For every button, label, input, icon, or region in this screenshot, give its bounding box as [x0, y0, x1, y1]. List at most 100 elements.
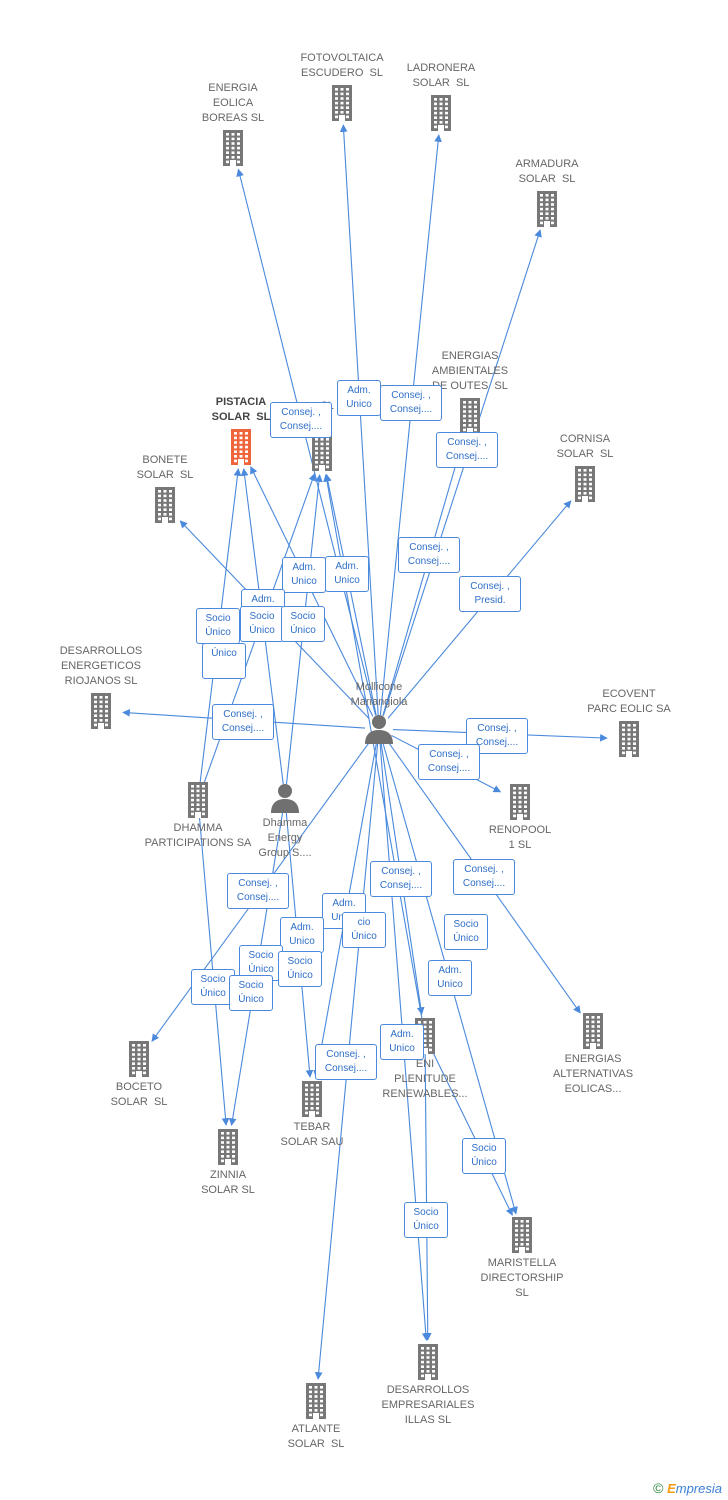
person-icon — [270, 783, 300, 818]
edge-label-l22[interactable]: Adm. Unico — [280, 917, 324, 953]
edge-label-l16[interactable]: Consej. , Consej.... — [418, 744, 480, 780]
node-atlante[interactable]: ATLANTE SOLAR SL — [288, 1383, 344, 1450]
node-label: ENI PLENITUDE RENEWABLES... — [382, 1058, 468, 1100]
node-label: ECOVENT PARC EOLIC SA — [587, 688, 671, 715]
node-fotovoltaica[interactable]: FOTOVOLTAICA ESCUDERO SL — [300, 52, 384, 121]
node-mollicone[interactable]: Mollicone Mariangiola — [351, 681, 407, 744]
edge-label-l4[interactable]: Consej. , Consej.... — [436, 432, 498, 468]
node-label: ARMADURA SOLAR SL — [515, 158, 579, 185]
edge-mollicone-fotovoltaica — [339, 124, 379, 716]
building-icon — [415, 1344, 441, 1385]
node-label: ATLANTE SOLAR SL — [287, 1423, 345, 1450]
building-icon — [303, 1383, 329, 1424]
edge-mollicone-energias_amb — [382, 436, 466, 716]
edge-label-l30[interactable]: Adm. Unico — [380, 1024, 424, 1060]
node-ecovent[interactable]: ECOVENT PARC EOLIC SA — [587, 688, 671, 757]
edge-mollicone-ladronera — [379, 134, 442, 716]
building-icon — [428, 95, 454, 136]
node-energias_alt[interactable]: ENERGIAS ALTERNATIVAS EOLICAS... — [553, 1013, 633, 1095]
building-icon — [299, 1081, 325, 1122]
node-tebar[interactable]: TEBAR SOLAR SAU — [281, 1081, 343, 1148]
building-icon — [580, 1013, 606, 1054]
node-label: ENERGIAS AMBIENTALES DE OUTES SL — [431, 350, 509, 392]
building-icon — [220, 130, 246, 171]
node-ladronera[interactable]: LADRONERA SOLAR SL — [407, 62, 475, 131]
edge-label-l25[interactable]: Socio Único — [278, 951, 322, 987]
edge-label-l19[interactable]: Consej. , Consej.... — [227, 873, 289, 909]
building-icon — [329, 85, 355, 126]
node-armadura[interactable]: ARMADURA SOLAR SL — [516, 158, 578, 227]
building-icon — [509, 1217, 535, 1258]
edge-label-l28[interactable]: Adm. Unico — [428, 960, 472, 996]
node-label: RENOPOOL 1 SL — [488, 824, 552, 851]
node-maristella[interactable]: MARISTELLA DIRECTORSHIP SL — [481, 1217, 563, 1299]
edge-label-l27[interactable]: Socio Único — [229, 975, 273, 1011]
node-desarrollos_energ[interactable]: DESARROLLOS ENERGETICOS RIOJANOS SL — [60, 645, 142, 729]
node-boceto[interactable]: BOCETO SOLAR SL — [111, 1041, 167, 1108]
edge-label-l32[interactable]: Socio Único — [404, 1202, 448, 1238]
node-label: DHAMMA PARTICIPATIONS SA — [144, 822, 252, 849]
node-dhamma_energy[interactable]: Dhamma Energy Group S.... — [258, 783, 312, 859]
node-label: DESARROLLOS ENERGETICOS RIOJANOS SL — [59, 645, 143, 687]
building-icon — [126, 1041, 152, 1082]
node-energias_amb[interactable]: ENERGIAS AMBIENTALES DE OUTES SL — [432, 350, 508, 434]
edge-label-l3[interactable]: Consej. , Consej.... — [380, 385, 442, 421]
edge-label-l31[interactable]: Socio Único — [462, 1138, 506, 1174]
node-bonete[interactable]: BONETE SOLAR SL — [137, 454, 193, 523]
edge-label-l13[interactable]: Único — [202, 643, 246, 679]
edge-label-l2[interactable]: Consej. , Consej.... — [270, 402, 332, 438]
building-icon — [534, 191, 560, 232]
edge-mollicone-armadura — [382, 229, 542, 716]
node-label: ZINNIA SOLAR SL — [201, 1169, 255, 1196]
node-label: LADRONERA SOLAR SL — [406, 62, 476, 89]
node-energia_eolica[interactable]: ENERGIA EOLICA BOREAS SL — [202, 82, 264, 166]
node-label: PISTACIA SOLAR SL — [211, 396, 271, 423]
building-icon — [309, 435, 335, 476]
building-icon — [572, 466, 598, 507]
edge-label-l18[interactable]: Consej. , Consej.... — [370, 861, 432, 897]
node-label: ENERGIA EOLICA BOREAS SL — [201, 82, 265, 124]
building-icon — [616, 721, 642, 762]
node-label: FOTOVOLTAICA ESCUDERO SL — [300, 52, 384, 79]
building-icon — [215, 1129, 241, 1170]
edge-mollicone-unnamed_sl — [324, 473, 377, 716]
edge-label-l11[interactable]: Socio Único — [240, 606, 284, 642]
copyright-icon: © — [653, 1480, 664, 1496]
node-renopool[interactable]: RENOPOOL 1 SL — [489, 784, 551, 851]
edge-label-l5[interactable]: Consej. , Consej.... — [398, 537, 460, 573]
node-label: Dhamma Energy Group S.... — [258, 817, 312, 859]
edge-label-l21[interactable]: cio Único — [342, 912, 386, 948]
edge-label-l29[interactable]: Consej. , Consej.... — [315, 1044, 377, 1080]
building-icon — [507, 784, 533, 825]
edge-label-l8[interactable]: Adm. Unico — [325, 556, 369, 592]
edge-label-l10[interactable]: Socio Único — [196, 608, 240, 644]
node-label: BOCETO SOLAR SL — [110, 1081, 168, 1108]
brand-name: mpresia — [675, 1481, 722, 1496]
watermark: © Empresia — [653, 1480, 722, 1496]
edge-label-l6[interactable]: Consej. , Presid. — [459, 576, 521, 612]
node-unnamed_sl[interactable]: SL — [309, 400, 335, 471]
building-icon — [152, 487, 178, 528]
person-icon — [364, 714, 394, 749]
edge-label-l14[interactable]: Consej. , Consej.... — [212, 704, 274, 740]
building-icon — [88, 693, 114, 734]
edge-label-l1[interactable]: Adm. Unico — [337, 380, 381, 416]
node-zinnia[interactable]: ZINNIA SOLAR SL — [201, 1129, 255, 1196]
node-desarrollos_emp[interactable]: DESARROLLOS EMPRESARIALES ILLAS SL — [382, 1344, 474, 1426]
building-icon — [185, 782, 211, 823]
edge-label-l23[interactable]: Socio Único — [444, 914, 488, 950]
edge-label-l7[interactable]: Adm. Unico — [282, 557, 326, 593]
node-pistacia[interactable]: PISTACIA SOLAR SL — [212, 396, 270, 465]
node-cornisa[interactable]: CORNISA SOLAR SL — [557, 433, 613, 502]
edge-label-l12[interactable]: Socio Único — [281, 606, 325, 642]
node-label: BONETE SOLAR SL — [136, 454, 194, 481]
edge-label-l26[interactable]: Socio Único — [191, 969, 235, 1005]
node-label: CORNISA SOLAR SL — [556, 433, 614, 460]
edge-label-l17[interactable]: Consej. , Consej.... — [453, 859, 515, 895]
edge-eni-desarrollos_emp — [423, 1049, 432, 1341]
node-label: Mollicone Mariangiola — [350, 681, 408, 708]
edges-layer — [122, 124, 608, 1380]
node-label: MARISTELLA DIRECTORSHIP SL — [480, 1257, 564, 1299]
building-icon — [457, 398, 483, 439]
node-dhamma_part[interactable]: DHAMMA PARTICIPATIONS SA — [145, 782, 251, 849]
